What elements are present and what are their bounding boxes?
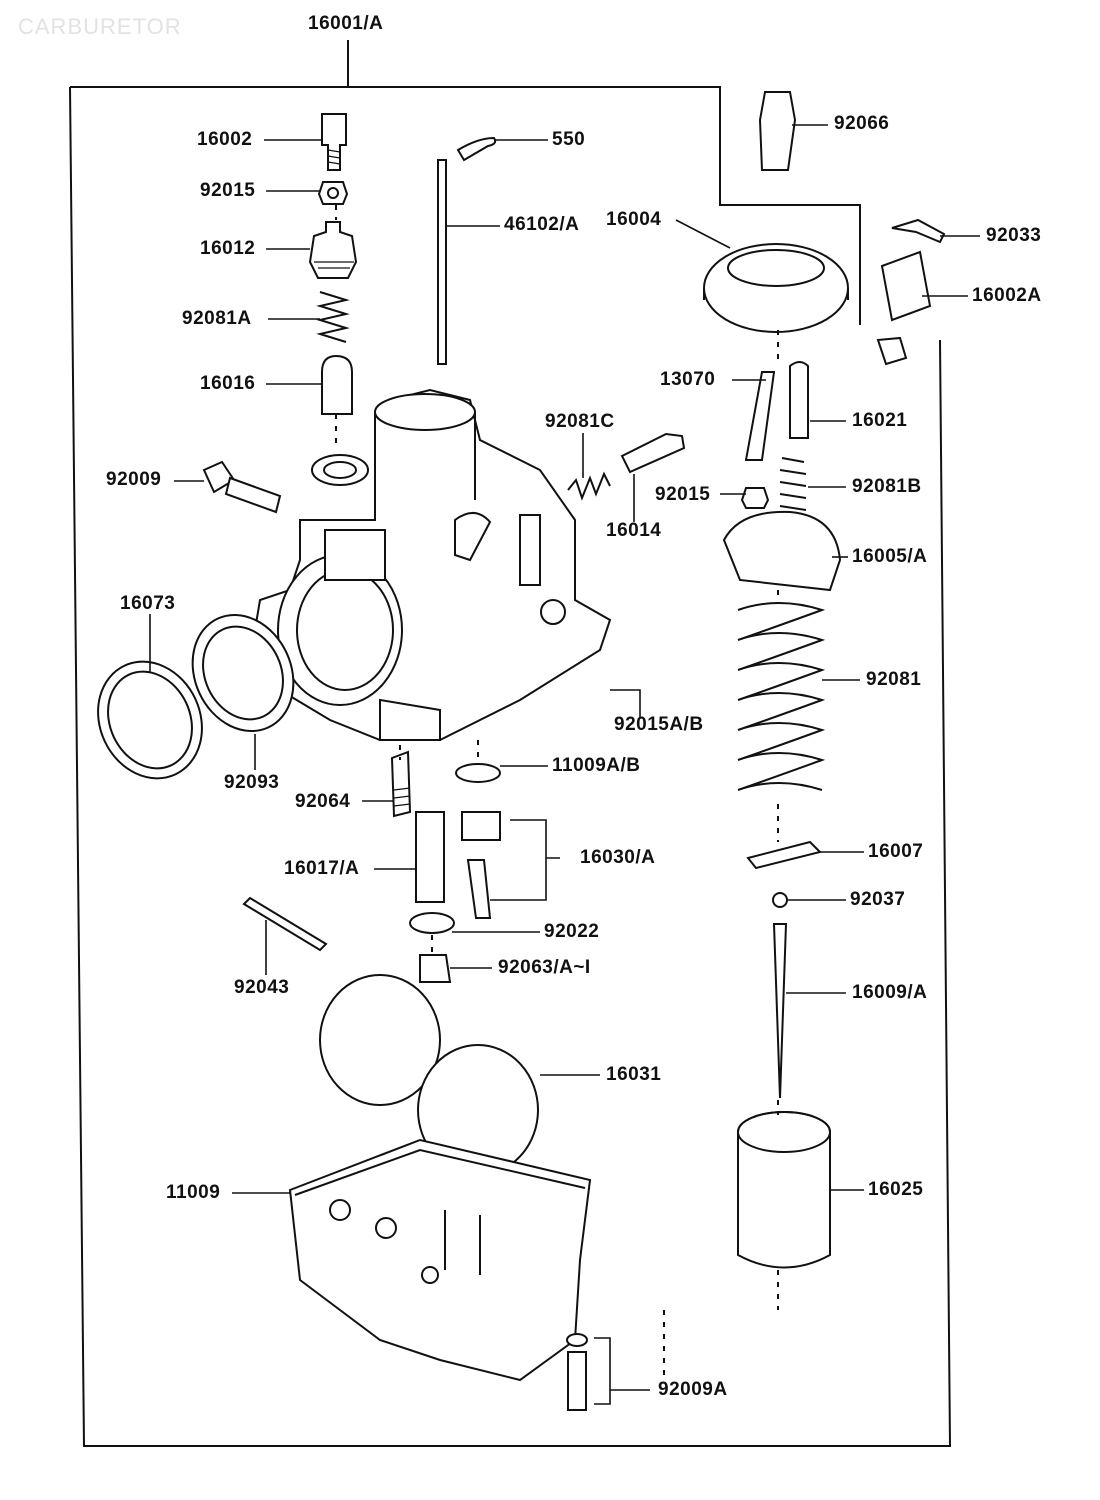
cover-parts — [876, 218, 946, 366]
top-cap-16004 — [703, 243, 849, 333]
drain-screw — [566, 1333, 588, 1411]
label-13070: 13070 — [660, 369, 716, 390]
label-550: 550 — [552, 129, 586, 150]
main-spring-92081 — [737, 602, 826, 791]
label-16025: 16025 — [868, 1179, 924, 1200]
label-92015-left: 92015 — [200, 180, 256, 201]
cable-adjuster-92066 — [758, 91, 797, 171]
label-92064: 92064 — [295, 791, 351, 812]
label-16030: 16030/A — [580, 847, 656, 868]
tube-13070 — [744, 361, 809, 461]
floats — [319, 974, 539, 1176]
label-16021: 16021 — [852, 410, 908, 431]
watermark-title: CARBURETOR — [18, 14, 182, 39]
label-92093: 92093 — [224, 772, 280, 793]
label-92022: 92022 — [544, 921, 600, 942]
float-bowl — [288, 1138, 592, 1382]
label-92081B: 92081B — [852, 476, 922, 497]
label-92033: 92033 — [986, 225, 1042, 246]
label-92063: 92063/A~I — [498, 957, 591, 978]
spring-92081B — [740, 457, 807, 511]
throttle-slide-16025 — [737, 1111, 831, 1269]
label-46102: 46102/A — [504, 214, 580, 235]
label-assembly: 16001/A — [308, 13, 384, 34]
label-92081A: 92081A — [182, 308, 252, 329]
label-92081C: 92081C — [545, 411, 615, 432]
air-screw-spring — [567, 432, 686, 501]
intake-rings — [97, 613, 295, 780]
label-92043: 92043 — [234, 977, 290, 998]
label-16073: 16073 — [120, 593, 176, 614]
label-16002: 16002 — [197, 129, 253, 150]
label-16002A: 16002A — [972, 285, 1042, 306]
jet-group — [390, 750, 501, 983]
screw-92009 — [202, 460, 282, 514]
label-16007: 16007 — [868, 841, 924, 862]
assembly-frame — [69, 40, 952, 1447]
label-16016: 16016 — [200, 373, 256, 394]
label-16017: 16017/A — [284, 858, 360, 879]
assembly-axes — [335, 205, 779, 1380]
leader-lines — [149, 124, 980, 1405]
label-92081: 92081 — [866, 669, 922, 690]
carburetor-body — [253, 388, 612, 741]
label-92037: 92037 — [850, 889, 906, 910]
needle-rod-46102 — [437, 136, 497, 365]
label-16004: 16004 — [606, 209, 662, 230]
idle-screw-stack — [308, 113, 358, 415]
label-92015-right: 92015 — [655, 484, 711, 505]
slide-cover-16005 — [722, 510, 842, 592]
needle-parts — [746, 840, 822, 1099]
pin-92043 — [242, 896, 328, 952]
label-92015AB: 92015A/B — [614, 714, 704, 735]
label-16009: 16009/A — [852, 982, 928, 1003]
label-11009AB: 11009A/B — [552, 755, 641, 776]
label-16012: 16012 — [200, 238, 256, 259]
label-11009: 11009 — [166, 1182, 221, 1203]
label-92009A: 92009A — [658, 1379, 728, 1400]
label-16014: 16014 — [606, 520, 662, 541]
label-92009: 92009 — [106, 469, 162, 490]
label-16005: 16005/A — [852, 546, 928, 567]
label-16031: 16031 — [606, 1064, 662, 1085]
label-92066: 92066 — [834, 113, 890, 134]
